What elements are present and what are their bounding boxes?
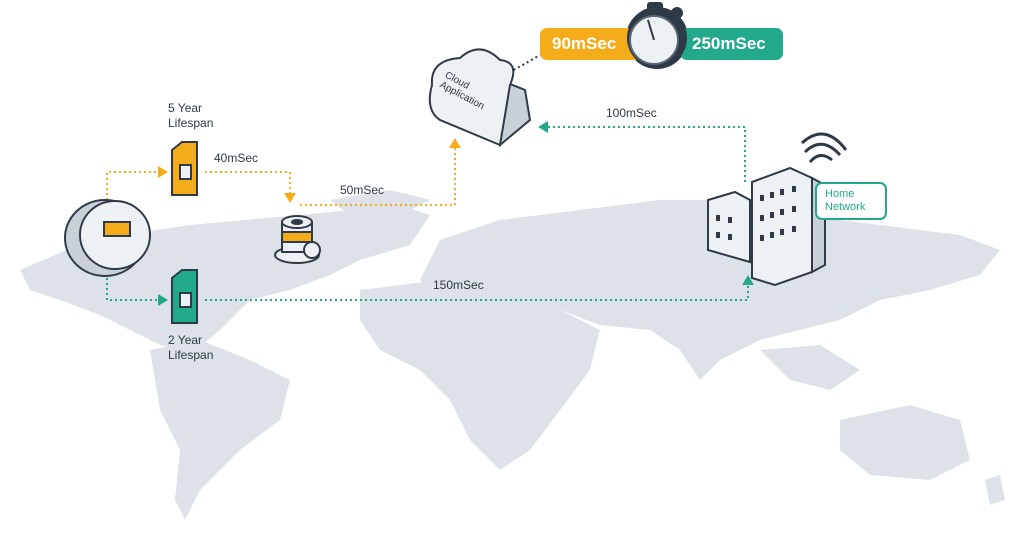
sim-2yr-label: 2 Year Lifespan [168, 333, 213, 363]
latency-40msec: 40mSec [214, 151, 259, 165]
africa [360, 280, 600, 470]
sim-2yr-label-line2: Lifespan [168, 348, 214, 362]
sim-card-teal-icon [171, 269, 198, 324]
home-network-bubble: Home Network [815, 182, 887, 220]
arrowheads [158, 121, 754, 306]
cloud-icon [428, 48, 532, 148]
path-db-to-cloud [300, 145, 456, 206]
greenland [330, 190, 430, 215]
path-2yr-sim-to-building [205, 283, 749, 301]
latency-50msec: 50mSec [340, 183, 385, 197]
europe-asia [420, 200, 1000, 380]
sim-5yr-label: 5 Year Lifespan [168, 101, 213, 131]
path-5yr-sim-to-db [205, 171, 291, 193]
new-zealand [985, 475, 1005, 505]
australia [840, 405, 970, 480]
timer-90msec-pill: 90mSec [540, 28, 650, 60]
southeast-asia [760, 345, 860, 390]
sim-card-orange-icon [171, 141, 198, 196]
timer-250msec-pill: 250mSec [680, 28, 783, 60]
path-meter-to-5yr-sim [106, 171, 158, 200]
path-building-to-cloud [545, 126, 746, 182]
path-meter-to-2yr-sim [106, 278, 158, 301]
latency-100msec: 100mSec [606, 106, 657, 120]
meter-icon [64, 199, 151, 277]
sim-5yr-label-line1: 5 Year [168, 101, 203, 115]
south-america [150, 340, 290, 520]
home-network-line2: Network [825, 201, 866, 213]
sim-2yr-label-line1: 2 Year [168, 333, 203, 347]
home-network-line1: Home [825, 188, 855, 200]
sim-5yr-label-line2: Lifespan [168, 116, 214, 130]
wifi-icon [800, 132, 848, 164]
database-gear-icon [274, 215, 321, 264]
latency-150msec: 150mSec [433, 278, 484, 292]
